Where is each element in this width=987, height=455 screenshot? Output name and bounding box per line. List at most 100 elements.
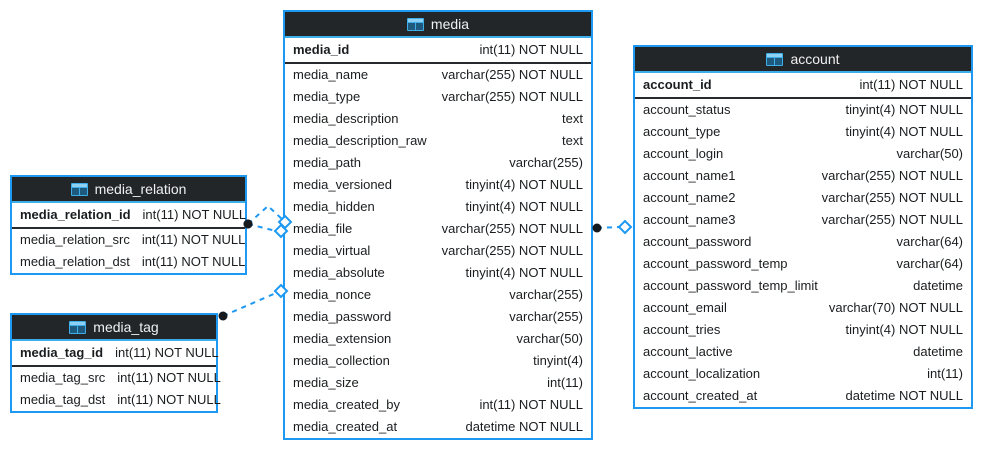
field-type: varchar(255) NOT NULL bbox=[441, 221, 583, 236]
table-header-account[interactable]: account bbox=[635, 47, 971, 73]
field-row-account_password_temp: account_password_temp varchar(64) bbox=[635, 253, 971, 275]
field-name: account_name3 bbox=[643, 212, 736, 227]
table-icon-cell bbox=[71, 187, 79, 195]
field-name: account_id bbox=[643, 77, 712, 92]
field-name: media_relation_dst bbox=[20, 254, 130, 269]
field-name: account_password bbox=[643, 234, 752, 249]
table-icon-cell bbox=[79, 187, 87, 195]
field-name: account_login bbox=[643, 146, 724, 161]
field-name: media_absolute bbox=[293, 265, 385, 280]
field-row-account_name2: account_name2 varchar(255) NOT NULL bbox=[635, 187, 971, 209]
field-row-account_name3: account_name3 varchar(255) NOT NULL bbox=[635, 209, 971, 231]
field-type: varchar(255) NOT NULL bbox=[441, 89, 583, 104]
field-type: datetime NOT NULL bbox=[845, 388, 963, 403]
field-name: account_lactive bbox=[643, 344, 733, 359]
field-row-media_virtual: media_virtual varchar(255) NOT NULL bbox=[285, 240, 591, 262]
relationship-line-media-to-account[interactable] bbox=[596, 226, 620, 229]
field-name: account_tries bbox=[643, 322, 721, 337]
table-header-media_relation[interactable]: media_relation bbox=[12, 177, 245, 203]
field-type: tinyint(4) NOT NULL bbox=[845, 124, 963, 139]
field-type: varchar(255) NOT NULL bbox=[821, 168, 963, 183]
field-row-account_lactive: account_lactive datetime bbox=[635, 341, 971, 363]
field-type: int(11) NOT NULL bbox=[142, 207, 247, 222]
field-type: varchar(255) NOT NULL bbox=[821, 190, 963, 205]
field-name: account_name2 bbox=[643, 190, 736, 205]
field-name: media_tag_id bbox=[20, 345, 104, 360]
field-name: media_relation_id bbox=[20, 207, 131, 222]
field-type: varchar(255) NOT NULL bbox=[441, 67, 583, 82]
field-type: varchar(70) NOT NULL bbox=[828, 300, 963, 315]
field-type: varchar(50) bbox=[516, 331, 583, 346]
field-type: int(11) NOT NULL bbox=[115, 345, 219, 360]
field-name: account_status bbox=[643, 102, 731, 117]
table-icon-cell bbox=[70, 325, 78, 333]
relationship-line-media_tag-to-media[interactable] bbox=[222, 292, 277, 317]
field-type: int(11) NOT NULL bbox=[141, 232, 246, 247]
field-row-media_nonce: media_nonce varchar(255) bbox=[285, 284, 591, 306]
relationship-line-media_relation-to-media[interactable] bbox=[247, 204, 284, 225]
field-name: media_path bbox=[293, 155, 361, 170]
table-icon-cell bbox=[78, 325, 86, 333]
table-header-media_tag[interactable]: media_tag bbox=[12, 315, 216, 341]
field-type: varchar(255) NOT NULL bbox=[821, 212, 963, 227]
field-row-media_type: media_type varchar(255) NOT NULL bbox=[285, 86, 591, 108]
field-name: media_size bbox=[293, 375, 359, 390]
table-icon-cell bbox=[767, 57, 775, 65]
table-media_relation[interactable]: media_relation media_relation_id int(11) N… bbox=[10, 175, 247, 275]
field-name: media_id bbox=[293, 42, 350, 57]
field-type: varchar(50) bbox=[896, 146, 963, 161]
field-type: tinyint(4) NOT NULL bbox=[845, 322, 963, 337]
relationship-line-media_relation-to-media[interactable] bbox=[247, 223, 277, 232]
field-name: media_virtual bbox=[293, 243, 371, 258]
field-type: varchar(64) bbox=[896, 256, 963, 271]
field-row-media_tag_id: media_tag_id int(11) NOT NULL bbox=[12, 341, 219, 367]
field-type: varchar(255) NOT NULL bbox=[441, 243, 583, 258]
field-name: media_versioned bbox=[293, 177, 393, 192]
field-name: account_name1 bbox=[643, 168, 736, 183]
field-type: varchar(255) bbox=[509, 287, 583, 302]
field-type: tinyint(4) NOT NULL bbox=[465, 265, 583, 280]
field-name: account_email bbox=[643, 300, 727, 315]
field-type: int(11) bbox=[927, 366, 963, 381]
field-row-media_path: media_path varchar(255) bbox=[285, 152, 591, 174]
field-row-media_relation_id: media_relation_id int(11) NOT NULL bbox=[12, 203, 247, 229]
field-type: varchar(255) bbox=[509, 155, 583, 170]
field-name: media_type bbox=[293, 89, 361, 104]
field-name: media_file bbox=[293, 221, 353, 236]
table-icon-cell bbox=[775, 57, 783, 65]
field-name: media_extension bbox=[293, 331, 392, 346]
field-type: tinyint(4) bbox=[533, 353, 583, 368]
field-row-media_size: media_size int(11) bbox=[285, 372, 591, 394]
field-type: text bbox=[562, 133, 583, 148]
field-type: int(11) bbox=[547, 375, 583, 390]
table-title: media_tag bbox=[93, 319, 159, 335]
field-row-account_login: account_login varchar(50) bbox=[635, 143, 971, 165]
field-row-media_absolute: media_absolute tinyint(4) NOT NULL bbox=[285, 262, 591, 284]
field-row-media_file: media_file varchar(255) NOT NULL bbox=[285, 218, 591, 240]
field-name: media_nonce bbox=[293, 287, 372, 302]
field-type: tinyint(4) NOT NULL bbox=[465, 177, 583, 192]
field-type: datetime bbox=[913, 344, 963, 359]
field-name: media_description_raw bbox=[293, 133, 427, 148]
table-icon-cell bbox=[407, 18, 423, 22]
field-name: account_password_temp bbox=[643, 256, 788, 271]
field-name: media_description bbox=[293, 111, 399, 126]
table-title: media bbox=[430, 16, 470, 32]
table-header-media[interactable]: media bbox=[285, 12, 591, 38]
table-icon bbox=[69, 320, 87, 334]
